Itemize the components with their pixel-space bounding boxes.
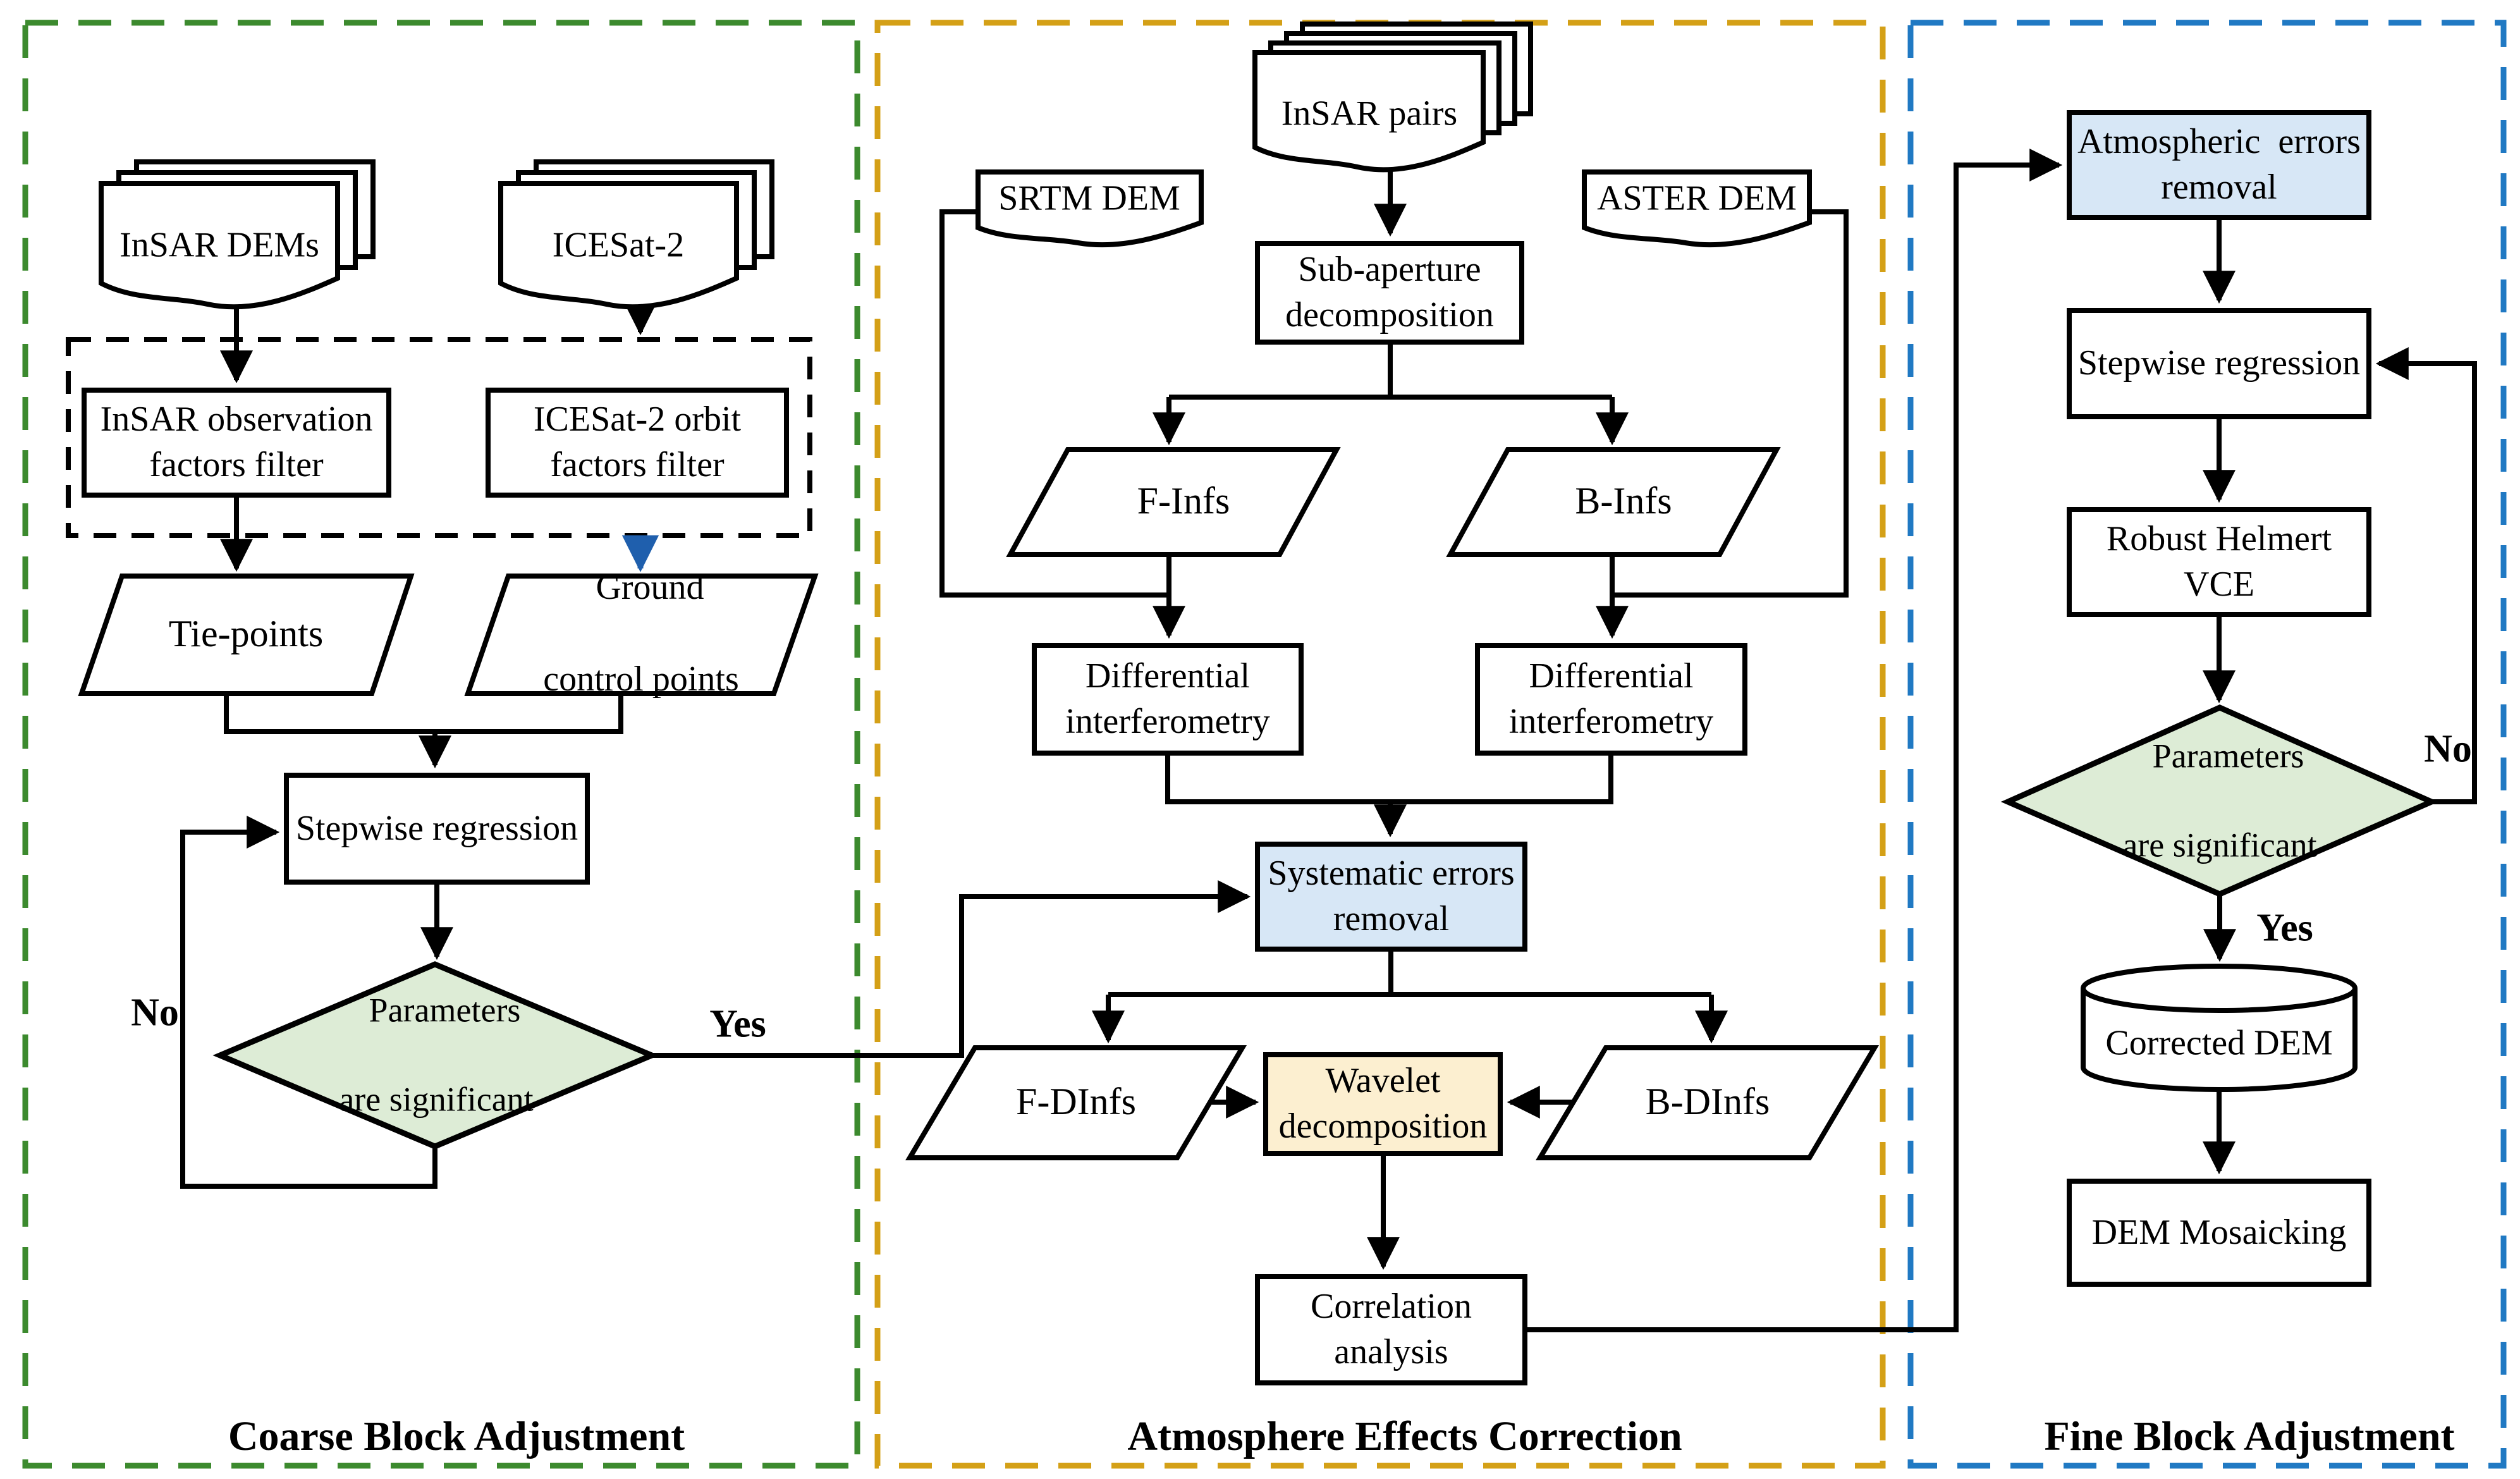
- loop-no-left: [180, 816, 437, 1189]
- node-label: removal: [2161, 168, 2277, 207]
- node-stepwise-regression-left: Stepwise regression: [284, 773, 590, 885]
- node-stepwise-regression-right: Stepwise regression: [2067, 308, 2371, 419]
- label-no-left: No: [131, 991, 179, 1034]
- line-correlation-to-atmospheric: [1527, 149, 2063, 1332]
- label-b-infs: B-Infs: [1575, 480, 1672, 522]
- label-line: Parameters: [369, 991, 521, 1029]
- label-f-dinfs: F-DInfs: [1016, 1081, 1136, 1122]
- node-label: DEM Mosaicking: [2091, 1212, 2347, 1252]
- shape-b-dinfs: [1535, 1045, 1880, 1160]
- line-yes-to-systematic: [652, 880, 1251, 1058]
- node-label: removal: [1333, 899, 1450, 938]
- line-merge-tiepoints-gcp: [224, 694, 623, 734]
- node-sub-aperture-decomposition: Sub-aperture decomposition: [1255, 241, 1524, 345]
- shape-tie-points: [78, 574, 415, 696]
- label-no-right: No: [2424, 727, 2472, 771]
- label-insar-dems: InSAR DEMs: [119, 225, 319, 265]
- line-aster-route: [1612, 209, 1849, 598]
- filters-dashed-container: [66, 337, 812, 538]
- label-line: are significant: [2122, 826, 2317, 864]
- node-label: decomposition: [1278, 1107, 1488, 1146]
- node-label: Robust Helmert: [2106, 519, 2332, 559]
- node-label: ICESat-2 orbit: [533, 400, 742, 439]
- node-atmospheric-errors-removal: Atmospheric errors removal: [2067, 110, 2371, 220]
- document-shapes: [99, 21, 1812, 310]
- label-insar-pairs: InSAR pairs: [1281, 94, 1458, 133]
- title-fine-block-adjustment: Fine Block Adjustment: [2044, 1413, 2455, 1459]
- node-differential-interferometry-left: Differential interferometry: [1032, 643, 1304, 756]
- node-insar-observation-filter: InSAR observation factors filter: [82, 388, 391, 498]
- node-label: factors filter: [550, 445, 725, 484]
- shape-f-dinfs: [905, 1045, 1247, 1160]
- label-yes-left: Yes: [709, 1002, 766, 1046]
- node-label: Atmospheric errors: [2077, 122, 2361, 162]
- connectors: [180, 149, 2477, 1332]
- shape-corrected-dem-body: [2081, 988, 2358, 1092]
- node-differential-interferometry-right: Differential interferometry: [1475, 643, 1747, 756]
- doc-icesat2: [498, 181, 739, 310]
- label-srtm-dem: SRTM DEM: [998, 178, 1180, 218]
- shape-decision-right: [2000, 704, 2439, 897]
- line-merge-diffint: [1165, 756, 1613, 804]
- shape-decision-left: [212, 961, 659, 1150]
- node-label: analysis: [1334, 1332, 1448, 1372]
- node-label: Wavelet: [1325, 1061, 1441, 1101]
- node-label: Stepwise regression: [2077, 343, 2361, 383]
- label-ground-control-points: Ground control points: [543, 519, 739, 749]
- node-label: Differential: [1085, 656, 1251, 696]
- label-line: are significant: [339, 1080, 534, 1119]
- node-label: InSAR observation: [100, 400, 373, 439]
- node-robust-helmert-vce: Robust Helmert VCE: [2067, 507, 2371, 617]
- data-shapes: [78, 447, 1880, 1160]
- node-label: Differential: [1529, 656, 1694, 696]
- label-corrected-dem: Corrected DEM: [2105, 1023, 2333, 1063]
- label-tie-points: Tie-points: [168, 613, 324, 654]
- node-label: Correlation: [1310, 1287, 1472, 1327]
- label-decision-right: Parameters are significant: [2122, 690, 2316, 912]
- node-dem-mosaicking: DEM Mosaicking: [2067, 1179, 2371, 1287]
- label-yes-right: Yes: [2256, 906, 2313, 950]
- loop-no-right: [2375, 347, 2477, 804]
- title-coarse-block-adjustment: Coarse Block Adjustment: [228, 1413, 685, 1459]
- node-label: interferometry: [1508, 702, 1714, 741]
- doc-insar-pairs: [1252, 50, 1486, 173]
- node-label: Sub-aperture: [1298, 250, 1481, 290]
- label-line: control points: [543, 660, 739, 699]
- label-aster-dem: ASTER DEM: [1597, 178, 1797, 218]
- shape-corrected-dem-top: [2081, 964, 2358, 1013]
- node-icesat-orbit-filter: ICESat-2 orbit factors filter: [486, 388, 789, 498]
- node-label: interferometry: [1065, 702, 1270, 741]
- shape-f-infs: [1006, 447, 1341, 557]
- label-f-infs: F-Infs: [1137, 480, 1230, 522]
- node-label: Systematic errors: [1268, 854, 1515, 893]
- label-line: Parameters: [2152, 737, 2304, 775]
- label-b-dinfs: B-DInfs: [1645, 1081, 1770, 1122]
- node-correlation-analysis: Correlation analysis: [1255, 1274, 1527, 1385]
- title-atmosphere-effects-correction: Atmosphere Effects Correction: [1127, 1413, 1682, 1459]
- label-decision-left: Parameters are significant: [339, 944, 533, 1166]
- panel-coarse-block-adjustment: [22, 20, 860, 1469]
- node-label: decomposition: [1285, 295, 1494, 334]
- doc-srtm-dem: [976, 169, 1204, 248]
- node-systematic-errors-removal: Systematic errors removal: [1255, 842, 1527, 952]
- node-wavelet-decomposition: Wavelet decomposition: [1263, 1052, 1503, 1156]
- line-srtm-route: [939, 209, 1169, 598]
- node-label: VCE: [2184, 565, 2254, 604]
- panel-fine-block-adjustment: [1907, 20, 2507, 1469]
- shape-b-infs: [1446, 447, 1781, 557]
- label-icesat2: ICESat-2: [552, 225, 685, 265]
- node-label: Stepwise regression: [295, 808, 578, 848]
- doc-insar-dems: [99, 181, 340, 310]
- node-label: factors filter: [149, 445, 324, 484]
- label-line: Ground: [596, 567, 704, 607]
- shape-ground-control-points: [464, 574, 819, 696]
- doc-aster-dem: [1582, 169, 1812, 248]
